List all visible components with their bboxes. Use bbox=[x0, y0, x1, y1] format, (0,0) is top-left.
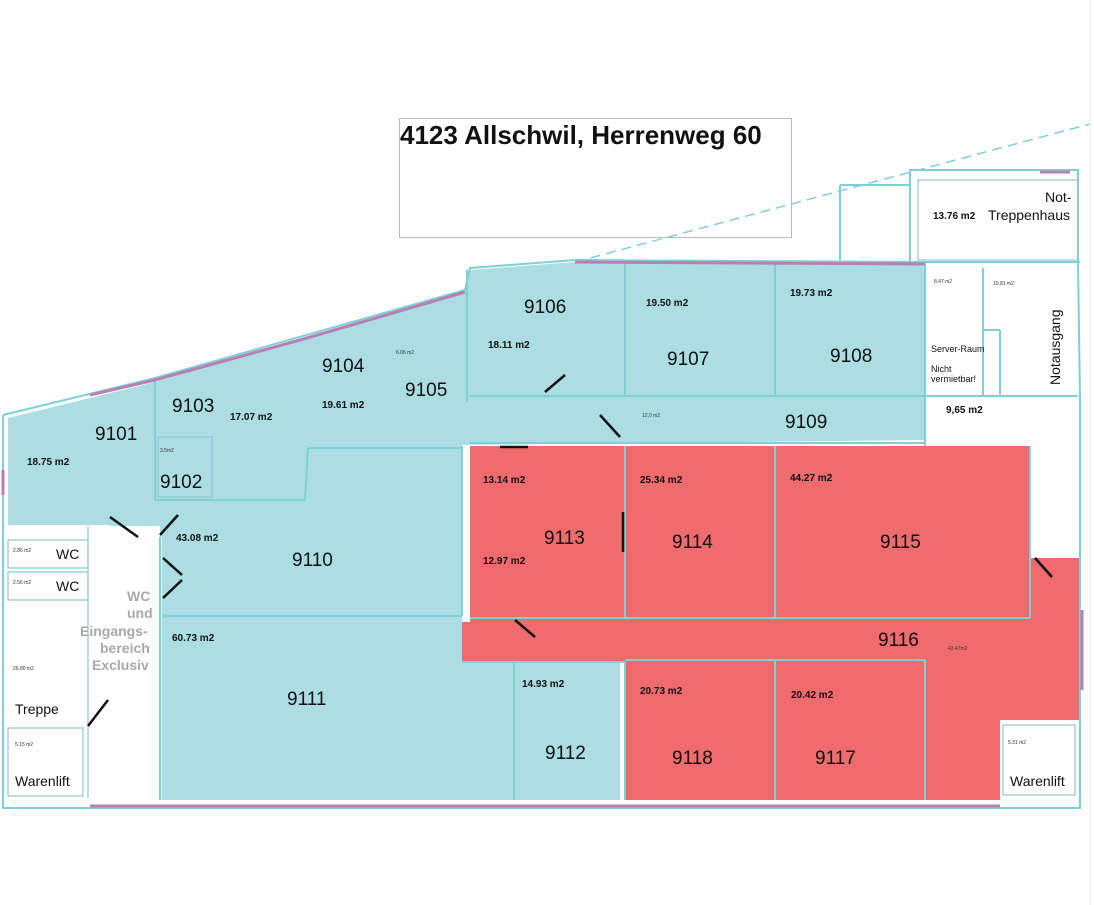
server-zone bbox=[928, 268, 978, 396]
door-9110-a bbox=[159, 514, 179, 536]
notausgang-area: 10.81 m2 bbox=[993, 281, 1014, 287]
not-treppenhaus-label-1: Not- bbox=[1045, 189, 1072, 205]
server-area: 8.47 m2 bbox=[934, 279, 952, 285]
room-9106-number: 9106 bbox=[524, 297, 566, 318]
windows-top-slant bbox=[89, 290, 466, 397]
door-9109 bbox=[599, 414, 621, 438]
warenlift-right-area: 5.31 m2 bbox=[1008, 740, 1026, 746]
room-9104-number: 9104 bbox=[322, 356, 365, 377]
room-9108-area: 19.73 m2 bbox=[790, 288, 833, 299]
outer-wall-left bbox=[2, 415, 1081, 809]
room-9113-number: 9113 bbox=[544, 528, 585, 549]
door-9110-c bbox=[162, 579, 183, 599]
room-9112-number: 9112 bbox=[545, 743, 586, 764]
not-treppenhaus-label-2: Treppenhaus bbox=[988, 207, 1070, 223]
room-9102-number: 9102 bbox=[160, 472, 202, 493]
room-9111-area: 60.73 m2 bbox=[172, 633, 215, 644]
server-label-3: vermietbar! bbox=[931, 374, 976, 384]
room-9104-area: 19.61 m2 bbox=[322, 400, 365, 411]
treppe-label: Treppe bbox=[15, 701, 59, 717]
door-9115 bbox=[1034, 557, 1053, 578]
wc-entry-zone bbox=[8, 526, 160, 798]
wall-warenlift-left bbox=[7, 727, 84, 797]
room-9117-number: 9117 bbox=[815, 748, 856, 769]
dashed-extension-line bbox=[574, 123, 1091, 263]
wc-entry-label-1: WC bbox=[127, 588, 150, 604]
warenlift-left-label: Warenlift bbox=[15, 773, 70, 789]
room-9118-area: 20.73 m2 bbox=[640, 686, 683, 697]
wc-entry-label-3: Eingangs- bbox=[80, 623, 148, 639]
room-9103-number: 9103 bbox=[172, 396, 214, 417]
room-9109-number: 9109 bbox=[785, 412, 827, 433]
wc1-area: 2.86 m2 bbox=[13, 548, 31, 554]
room-9117-area: 20.42 m2 bbox=[791, 690, 834, 701]
room-9109-area: 12,0 m2 bbox=[642, 413, 660, 419]
room-9112-area: 14.93 m2 bbox=[522, 679, 565, 690]
room-9111-number: 9111 bbox=[287, 689, 326, 710]
wc1-label: WC bbox=[56, 546, 79, 562]
wc-entry-label-4: bereich bbox=[100, 640, 150, 656]
not-treppenhaus-zone bbox=[918, 180, 1078, 260]
room-9114-area: 25.34 m2 bbox=[640, 475, 683, 486]
room-9113-area-2: 12.97 m2 bbox=[483, 556, 526, 567]
room-9110-area: 43.08 m2 bbox=[176, 533, 219, 544]
server-label-1: Server-Raum bbox=[931, 344, 985, 354]
room-9101-number: 9101 bbox=[95, 424, 137, 445]
room-9102-area: 3.5m2 bbox=[160, 448, 174, 454]
wall-9110-top bbox=[304, 447, 462, 501]
room-9110-number: 9110 bbox=[292, 550, 333, 571]
room-9107-number: 9107 bbox=[667, 349, 709, 370]
warenlift-right-zone bbox=[1003, 725, 1075, 795]
notausgang-label: Notausgang bbox=[1047, 309, 1063, 385]
door-treppe bbox=[87, 699, 109, 727]
room-9103-area: 17.07 m2 bbox=[230, 412, 273, 423]
room-9105-number: 9105 bbox=[405, 380, 447, 401]
not-treppenhaus-area: 13.76 m2 bbox=[933, 211, 976, 222]
room-9116-number: 9116 bbox=[878, 630, 919, 651]
corridor-right-area: 9,65 m2 bbox=[946, 405, 983, 416]
wc2-area: 2.56 m2 bbox=[13, 580, 31, 586]
room-9105-area: 6.06 m2 bbox=[396, 350, 414, 356]
wall-9102 bbox=[157, 436, 213, 498]
room-9108-number: 9108 bbox=[830, 346, 872, 367]
warenlift-left-area: 5.15 m2 bbox=[15, 742, 33, 748]
wc-entry-label-5: Exclusiv bbox=[92, 657, 149, 673]
door-9106 bbox=[544, 374, 566, 393]
room-9106-area: 18.11 m2 bbox=[488, 340, 530, 351]
room-9101-area: 18.75 m2 bbox=[27, 457, 70, 468]
server-label-2: Nicht bbox=[931, 364, 952, 374]
room-9115-number: 9115 bbox=[880, 532, 921, 553]
windows-top-right bbox=[574, 260, 926, 266]
plan-title: 4123 Allschwil, Herrenweg 60 bbox=[400, 120, 762, 150]
wc2-label: WC bbox=[56, 578, 79, 594]
room-9114-number: 9114 bbox=[672, 532, 713, 553]
room-9116-area: 43.47m2 bbox=[948, 646, 968, 652]
room-9115-area: 44.27 m2 bbox=[790, 473, 833, 484]
wall-warenlift-right bbox=[1002, 724, 1076, 796]
title-box: 4123 Allschwil, Herrenweg 60 bbox=[399, 118, 792, 238]
treppe-area: 26.80 m2 bbox=[13, 666, 34, 672]
wc-entry-label-2: und bbox=[127, 605, 153, 621]
room-9107-area: 19.50 m2 bbox=[646, 298, 689, 309]
door-9116 bbox=[514, 619, 536, 638]
wall-treppenhaus-inner bbox=[917, 179, 1079, 261]
door-9101 bbox=[109, 515, 139, 539]
corridor-right-white bbox=[928, 398, 1078, 442]
room-9113-area: 13.14 m2 bbox=[483, 475, 526, 486]
door-9110-b bbox=[162, 557, 183, 576]
warenlift-right-label: Warenlift bbox=[1010, 773, 1065, 789]
room-9118-number: 9118 bbox=[672, 748, 713, 769]
